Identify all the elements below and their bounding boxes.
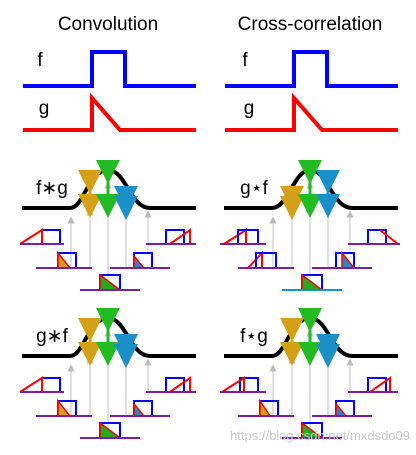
panel-convolution-f-star-g: f∗g <box>20 170 196 290</box>
signal-g-label: g <box>244 98 255 119</box>
signal-f-rect-pulse <box>225 50 398 88</box>
column-title-cross-correlation: Cross-correlation <box>238 14 383 35</box>
cross-correlation-signal-g: g <box>225 92 398 132</box>
column-title-convolution: Convolution <box>58 14 158 35</box>
operation-label: f∗g <box>36 178 68 199</box>
convolution-signal-f: f <box>23 50 196 88</box>
signal-f-label: f <box>37 50 43 71</box>
panel-cross-correlation-f-star-g: f⋆g <box>220 318 398 438</box>
operation-label: g∗f <box>36 326 68 347</box>
cross-correlation-signal-f: f <box>225 50 398 88</box>
panel-convolution-g-star-f: g∗f <box>20 318 196 438</box>
watermark-text: https://blog.csdn.net/mxdsdo09 <box>230 428 410 443</box>
convolution-signal-g: g <box>23 92 196 132</box>
panel-cross-correlation-g-star-f: g⋆f <box>220 170 400 290</box>
signal-g-decay <box>225 92 398 132</box>
signal-f-rect-pulse <box>23 50 196 88</box>
signal-g-decay <box>23 92 196 132</box>
operation-label: g⋆f <box>240 178 268 199</box>
signal-f-label: f <box>242 50 248 71</box>
signal-g-label: g <box>39 98 50 119</box>
operation-label: f⋆g <box>240 326 268 347</box>
